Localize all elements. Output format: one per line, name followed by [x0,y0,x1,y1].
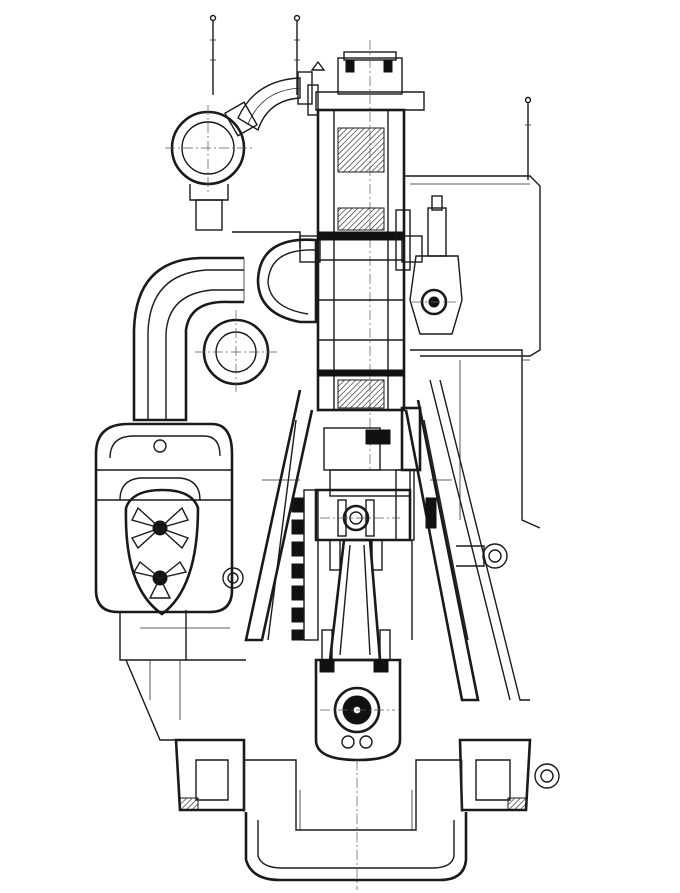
cylinder-liner [299,108,423,412]
connecting-rod [321,538,391,662]
fuel-pump [409,195,463,335]
exhaust-manifold-circle [165,105,252,231]
guide-ribs [291,489,319,641]
blower-rotors [130,506,190,599]
rotor-lower [132,560,188,599]
cylinder-cover [307,40,425,470]
bedplate [174,738,532,890]
rotor-upper [130,506,190,550]
scavenge-air-receiver [195,231,318,395]
scavenge-duct [132,256,245,422]
exhaust-pipe-bend [224,71,313,137]
crankshaft [314,658,402,762]
pipe-flanges [222,543,560,789]
liner-ports [337,127,385,409]
stay-bolts [209,14,532,180]
air-cooler-box [94,422,234,616]
crosshead-guide-right [395,406,437,640]
camshaft-housing [404,175,541,529]
crosshead [314,427,412,542]
a-frame-column [119,379,530,741]
